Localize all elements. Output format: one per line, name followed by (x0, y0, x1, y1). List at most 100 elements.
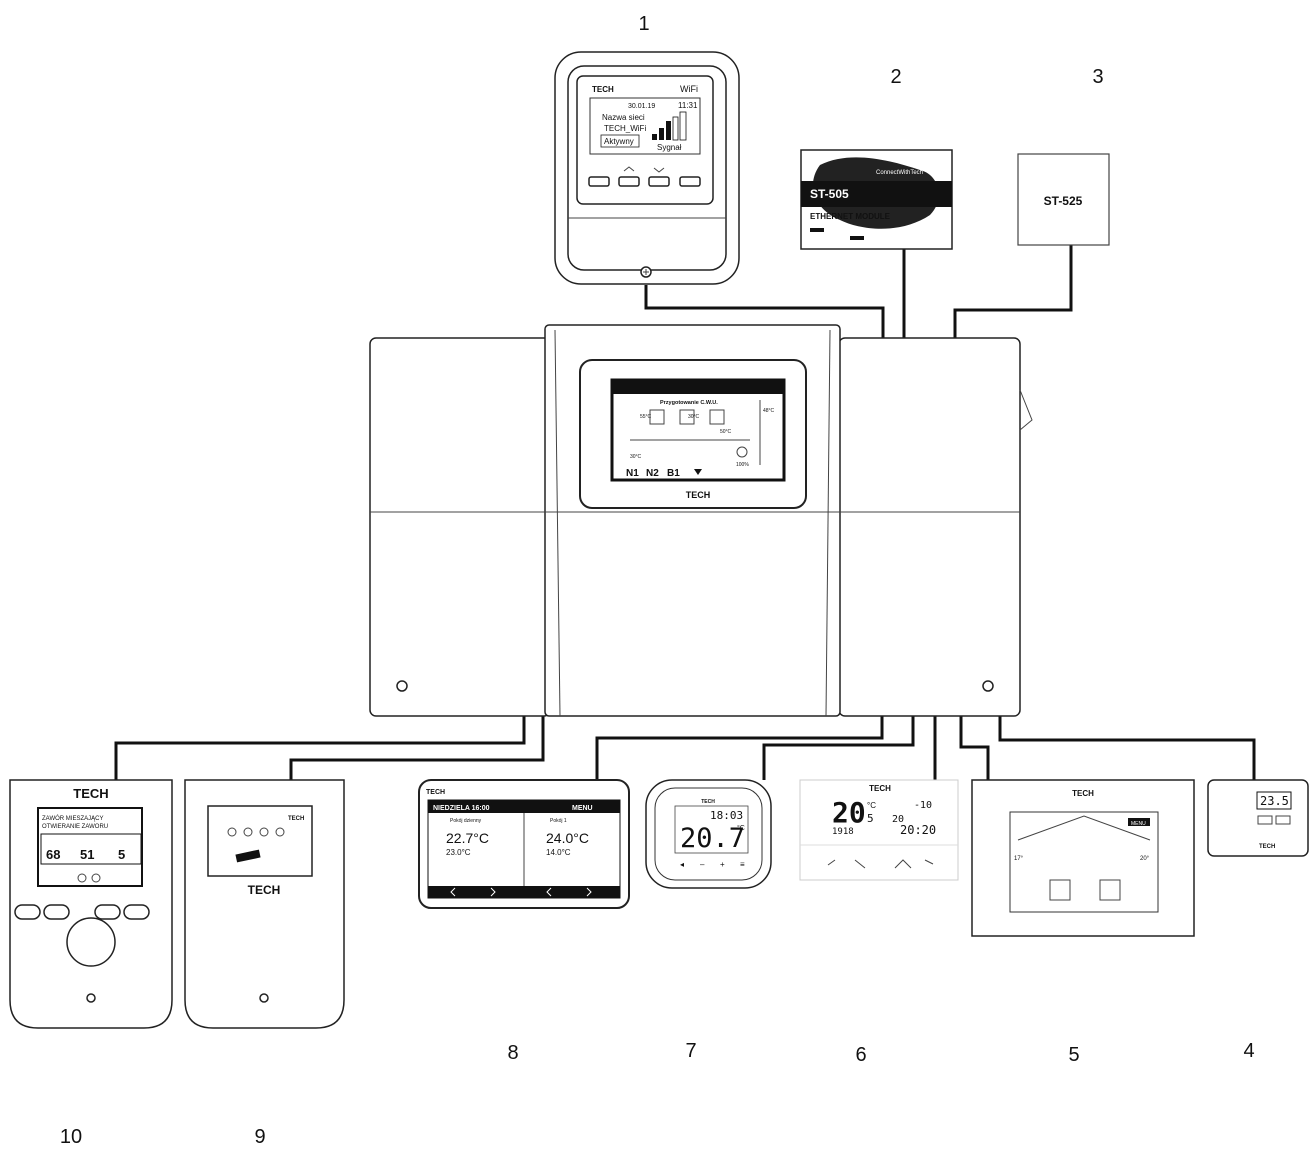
device-1-screw-slot (643, 269, 649, 275)
tab-n2[interactable]: N2 (646, 468, 659, 479)
module-3-title: ST-525 (1044, 194, 1083, 208)
device-7-button-back[interactable]: ◂ (680, 860, 684, 869)
label-4: 4 (1243, 1040, 1254, 1062)
main-brand: TECH (686, 490, 711, 500)
device-1-status-box (600, 134, 640, 148)
device-7-thermostat: TECH 18:03 20.7 °C ◂ – + ≡ (645, 779, 772, 889)
device-7-temp: 20.7 (680, 823, 745, 854)
device-4-button-plus[interactable] (1275, 815, 1291, 825)
device-9-screen (207, 805, 313, 877)
main-right-housing (838, 337, 1021, 717)
device-1-brand: TECH (592, 85, 614, 94)
device-8-header-menu[interactable]: MENU (572, 805, 593, 812)
label-2: 2 (890, 66, 901, 88)
device-6-touch-buttons[interactable] (827, 859, 934, 869)
label-9: 9 (254, 1126, 265, 1148)
device-8-footer (428, 886, 620, 898)
device-1-screen (589, 97, 701, 155)
device-6-brand: TECH (869, 784, 891, 793)
device-10-val1: 68 (46, 847, 60, 862)
device-1-button-exit[interactable] (588, 176, 610, 187)
label-7: 7 (685, 1040, 696, 1062)
device-7-button-plus[interactable]: + (720, 860, 725, 869)
label-10: 10 (60, 1126, 82, 1148)
drop-icon-2 (243, 827, 253, 837)
device-5-menu[interactable]: MENU (1131, 821, 1146, 827)
device-10-button-menu[interactable] (123, 904, 150, 920)
device-5-room-icon-2 (1099, 879, 1121, 901)
main-side-clip (1019, 389, 1033, 431)
device-10-icon-b (91, 873, 101, 883)
main-left-housing (369, 337, 551, 717)
device-7-button-minus[interactable]: – (700, 860, 705, 869)
device-10-screen (37, 807, 143, 887)
module-3-panel (1017, 153, 1110, 246)
wire-device-4 (998, 716, 1256, 780)
device-4-display (1256, 791, 1292, 810)
device-10-button-exit[interactable] (14, 904, 41, 920)
device-7-time: 18:03 (710, 809, 743, 822)
device-1-button-down[interactable] (648, 176, 670, 187)
main-screen (610, 378, 786, 482)
wire-device-9 (289, 716, 545, 780)
module-2-tagline: ConnectWithTech (876, 170, 923, 176)
device-1-buttons (588, 166, 701, 187)
device-1-time: 11:31 (678, 101, 698, 110)
main-screw-left-icon (396, 680, 408, 692)
device-7-screen (674, 805, 749, 854)
tab-b1[interactable]: B1 (667, 468, 680, 479)
main-value-6: 100% (736, 462, 749, 468)
label-3: 3 (1092, 66, 1103, 88)
device-1-wifi-label: WiFi (680, 84, 698, 94)
scroll-down-icon[interactable] (694, 469, 702, 475)
device-10-val3: 5 (118, 847, 125, 862)
tab-n1[interactable]: N1 (626, 468, 639, 479)
device-9-screen-brand: TECH (288, 816, 304, 822)
main-seam-left (554, 329, 561, 717)
wire-device-7 (762, 716, 915, 780)
device-10-valve-controller: TECH ZAWÓR MIESZAJĄCY OTWIERANIE ZAWORU … (9, 779, 173, 1029)
device-6-outdoor: -10 (914, 800, 932, 811)
module-2-title: ST-505 (810, 187, 849, 201)
device-8-next-icon[interactable] (490, 887, 496, 897)
device-10-values-box (40, 833, 142, 865)
device-10-button-minus[interactable] (43, 904, 70, 920)
device-6-lcd-controller: TECH 20 5 °C -10 20 1918 20:20 (799, 779, 959, 881)
wire-device-8 (595, 716, 884, 780)
device-7-button-menu[interactable]: ≡ (740, 860, 745, 869)
device-10-button-plus[interactable] (94, 904, 121, 920)
device-8-zone2-temp: 24.0°C (546, 830, 589, 846)
device-1-button-up[interactable] (618, 176, 640, 187)
device-8-next2-icon[interactable] (586, 887, 592, 897)
device-8-header-day: NIEDZIELA 16:00 (433, 805, 490, 812)
device-5-temp-right: 20° (1140, 856, 1150, 862)
module-2-port-b (850, 236, 864, 240)
main-screen-header (612, 380, 784, 394)
device-6-date: 1918 (832, 827, 854, 837)
wire-device-10 (114, 716, 526, 780)
device-8-prev-icon[interactable] (450, 887, 456, 897)
device-1-button-menu[interactable] (679, 176, 701, 187)
label-5: 5 (1068, 1044, 1079, 1066)
device-9-brand: TECH (248, 883, 281, 897)
device-8-zone2-name: Pokój 1 (550, 818, 567, 824)
device-5-menu-box[interactable] (1128, 818, 1150, 826)
device-1-network-caption: Nazwa sieci (602, 113, 645, 122)
device-10-line1: ZAWÓR MIESZAJĄCY (42, 815, 103, 822)
chevron-up-icon (623, 166, 635, 172)
device-10-knob[interactable] (66, 917, 116, 967)
device-4-brand: TECH (1259, 844, 1275, 850)
callout-numbers: 1 2 3 4 5 6 7 8 9 10 (60, 13, 1255, 1148)
device-8-brand: TECH (426, 789, 445, 796)
device-5-screen (1009, 811, 1159, 913)
device-4-button-minus[interactable] (1257, 815, 1273, 825)
device-5-brand: TECH (1072, 789, 1094, 798)
wire-module-3 (953, 245, 1073, 338)
device-8-prev2-icon[interactable] (546, 887, 552, 897)
module-2-st505: ST-505 ETHERNET MODULE ConnectWithTech (800, 149, 953, 250)
device-7-unit: °C (737, 824, 745, 832)
device-5-temp-left: 17° (1014, 856, 1024, 862)
house-roof-icon (1017, 815, 1151, 841)
device-10-screw-icon (86, 993, 96, 1003)
